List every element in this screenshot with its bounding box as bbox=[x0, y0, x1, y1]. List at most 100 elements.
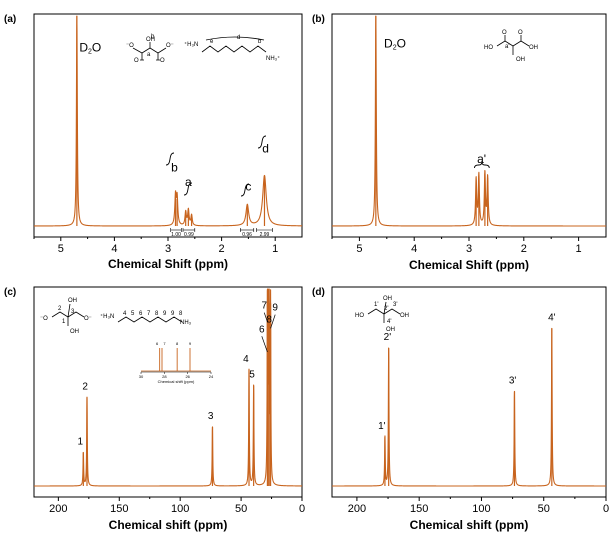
x-tick-label: 2 bbox=[521, 243, 527, 255]
plot-frame bbox=[33, 286, 303, 498]
ammonium-label: ⁺H₃N bbox=[184, 41, 198, 48]
integral-value: 0.99 bbox=[184, 232, 194, 238]
peak-label: 3 bbox=[208, 411, 214, 422]
carboxylate-label: ⁻O bbox=[40, 316, 48, 322]
carbonyl-label: O bbox=[160, 58, 165, 64]
carbon-number: 2 bbox=[58, 306, 62, 312]
carbon-number: 9 bbox=[163, 311, 167, 317]
x-tick-label: 1 bbox=[576, 243, 582, 255]
carbon-number: 1' bbox=[374, 302, 378, 308]
carbonyl-label: O bbox=[134, 58, 139, 64]
x-tick-label: 4 bbox=[111, 243, 117, 255]
peak-arrow bbox=[270, 314, 276, 329]
integral-curve bbox=[257, 135, 267, 149]
panel-label: (b) bbox=[312, 14, 325, 25]
peak-label: 1 bbox=[78, 437, 84, 448]
carbon-label-e: e bbox=[210, 39, 214, 45]
peak-arrow bbox=[261, 336, 268, 353]
peak-label: 2' bbox=[384, 332, 392, 343]
peak-label: D2O bbox=[384, 37, 406, 52]
peak-label: D2O bbox=[79, 41, 101, 56]
carbon-label-a: a' bbox=[505, 44, 509, 50]
carbon-number: 6 bbox=[139, 311, 143, 317]
peak-label: 3' bbox=[509, 376, 517, 387]
carbon-number: 3 bbox=[71, 309, 75, 315]
bond bbox=[141, 53, 159, 60]
inset-peak-label: 9 bbox=[189, 341, 192, 346]
x-tick-label: 200 bbox=[49, 503, 67, 515]
x-tick-label: 2 bbox=[219, 243, 225, 255]
peak-label: 5 bbox=[249, 370, 255, 381]
x-tick-label: 0 bbox=[299, 503, 305, 515]
peak-brace bbox=[474, 161, 490, 169]
x-tick-label: 100 bbox=[171, 503, 189, 515]
bond bbox=[504, 35, 522, 41]
inset-tick-label: 26 bbox=[185, 374, 190, 379]
hydroxyl-label: OH bbox=[70, 329, 79, 335]
carbonyl-label: O bbox=[502, 30, 507, 36]
x-tick-label: 1 bbox=[272, 243, 278, 255]
spectrum-line bbox=[331, 15, 607, 227]
carbon-number: 1 bbox=[62, 319, 66, 325]
integral-curve bbox=[240, 183, 250, 197]
peak-label: c bbox=[245, 179, 251, 193]
carbon-number: 8 bbox=[179, 311, 183, 317]
bond bbox=[496, 40, 530, 47]
inset-tick-label: 30 bbox=[139, 374, 144, 379]
peak-label: a bbox=[185, 175, 192, 189]
carboxylate-label: O⁻ bbox=[166, 43, 174, 49]
carbon-label-d: d bbox=[237, 35, 240, 41]
carbon-label-a: a bbox=[147, 52, 151, 58]
x-tick-label: 5 bbox=[58, 243, 64, 255]
peak-label: 2 bbox=[82, 381, 88, 392]
peak-arrow bbox=[263, 312, 268, 323]
carbonyl-label: O bbox=[518, 30, 523, 36]
peak-label: 8 bbox=[266, 314, 272, 325]
carbon-number: 4 bbox=[123, 311, 127, 317]
integral-curve bbox=[183, 182, 193, 196]
hydroxyl-label: OH bbox=[68, 298, 77, 304]
integral-value: 2.99 bbox=[260, 232, 270, 238]
integral-value: 1.00 bbox=[171, 232, 181, 238]
inset-peak-label: 6 bbox=[156, 341, 159, 346]
peak-label: a' bbox=[477, 152, 486, 166]
hydroxyl-label: HO bbox=[355, 313, 364, 319]
x-axis-label: Chemical shift (ppm) bbox=[109, 518, 228, 532]
peak-label: 7 bbox=[261, 301, 267, 312]
bond bbox=[67, 303, 71, 318]
peak-label: b bbox=[171, 160, 178, 174]
carbon-number: 5 bbox=[131, 311, 135, 317]
peak-label: 9 bbox=[272, 303, 278, 314]
bond bbox=[201, 45, 267, 53]
x-tick-label: 50 bbox=[538, 503, 550, 515]
hydroxyl-label: OH bbox=[516, 57, 525, 63]
x-axis-label: Chemical shift (ppm) bbox=[410, 518, 529, 532]
x-axis-label: Chemical Shift (ppm) bbox=[409, 258, 529, 272]
x-tick-label: 150 bbox=[410, 503, 428, 515]
hydroxyl-label: OH bbox=[386, 327, 395, 333]
carbon-number: 4' bbox=[387, 319, 391, 325]
bond bbox=[117, 316, 183, 323]
peak-label: 1' bbox=[378, 421, 386, 432]
plot-frame bbox=[331, 13, 607, 238]
spectrum-line bbox=[33, 288, 303, 487]
carbon-label-b: b bbox=[258, 39, 262, 45]
plot-frame bbox=[331, 286, 607, 498]
inset-peak-label: 8 bbox=[176, 341, 179, 346]
x-tick-label: 150 bbox=[110, 503, 128, 515]
x-tick-label: 5 bbox=[356, 243, 362, 255]
carbon-number: 8 bbox=[155, 311, 159, 317]
peak-label: 4 bbox=[243, 354, 249, 365]
carboxylate-label: ⁻O bbox=[126, 43, 134, 49]
peak-label: d bbox=[262, 142, 269, 156]
hydroxyl-label: OH bbox=[146, 37, 155, 43]
